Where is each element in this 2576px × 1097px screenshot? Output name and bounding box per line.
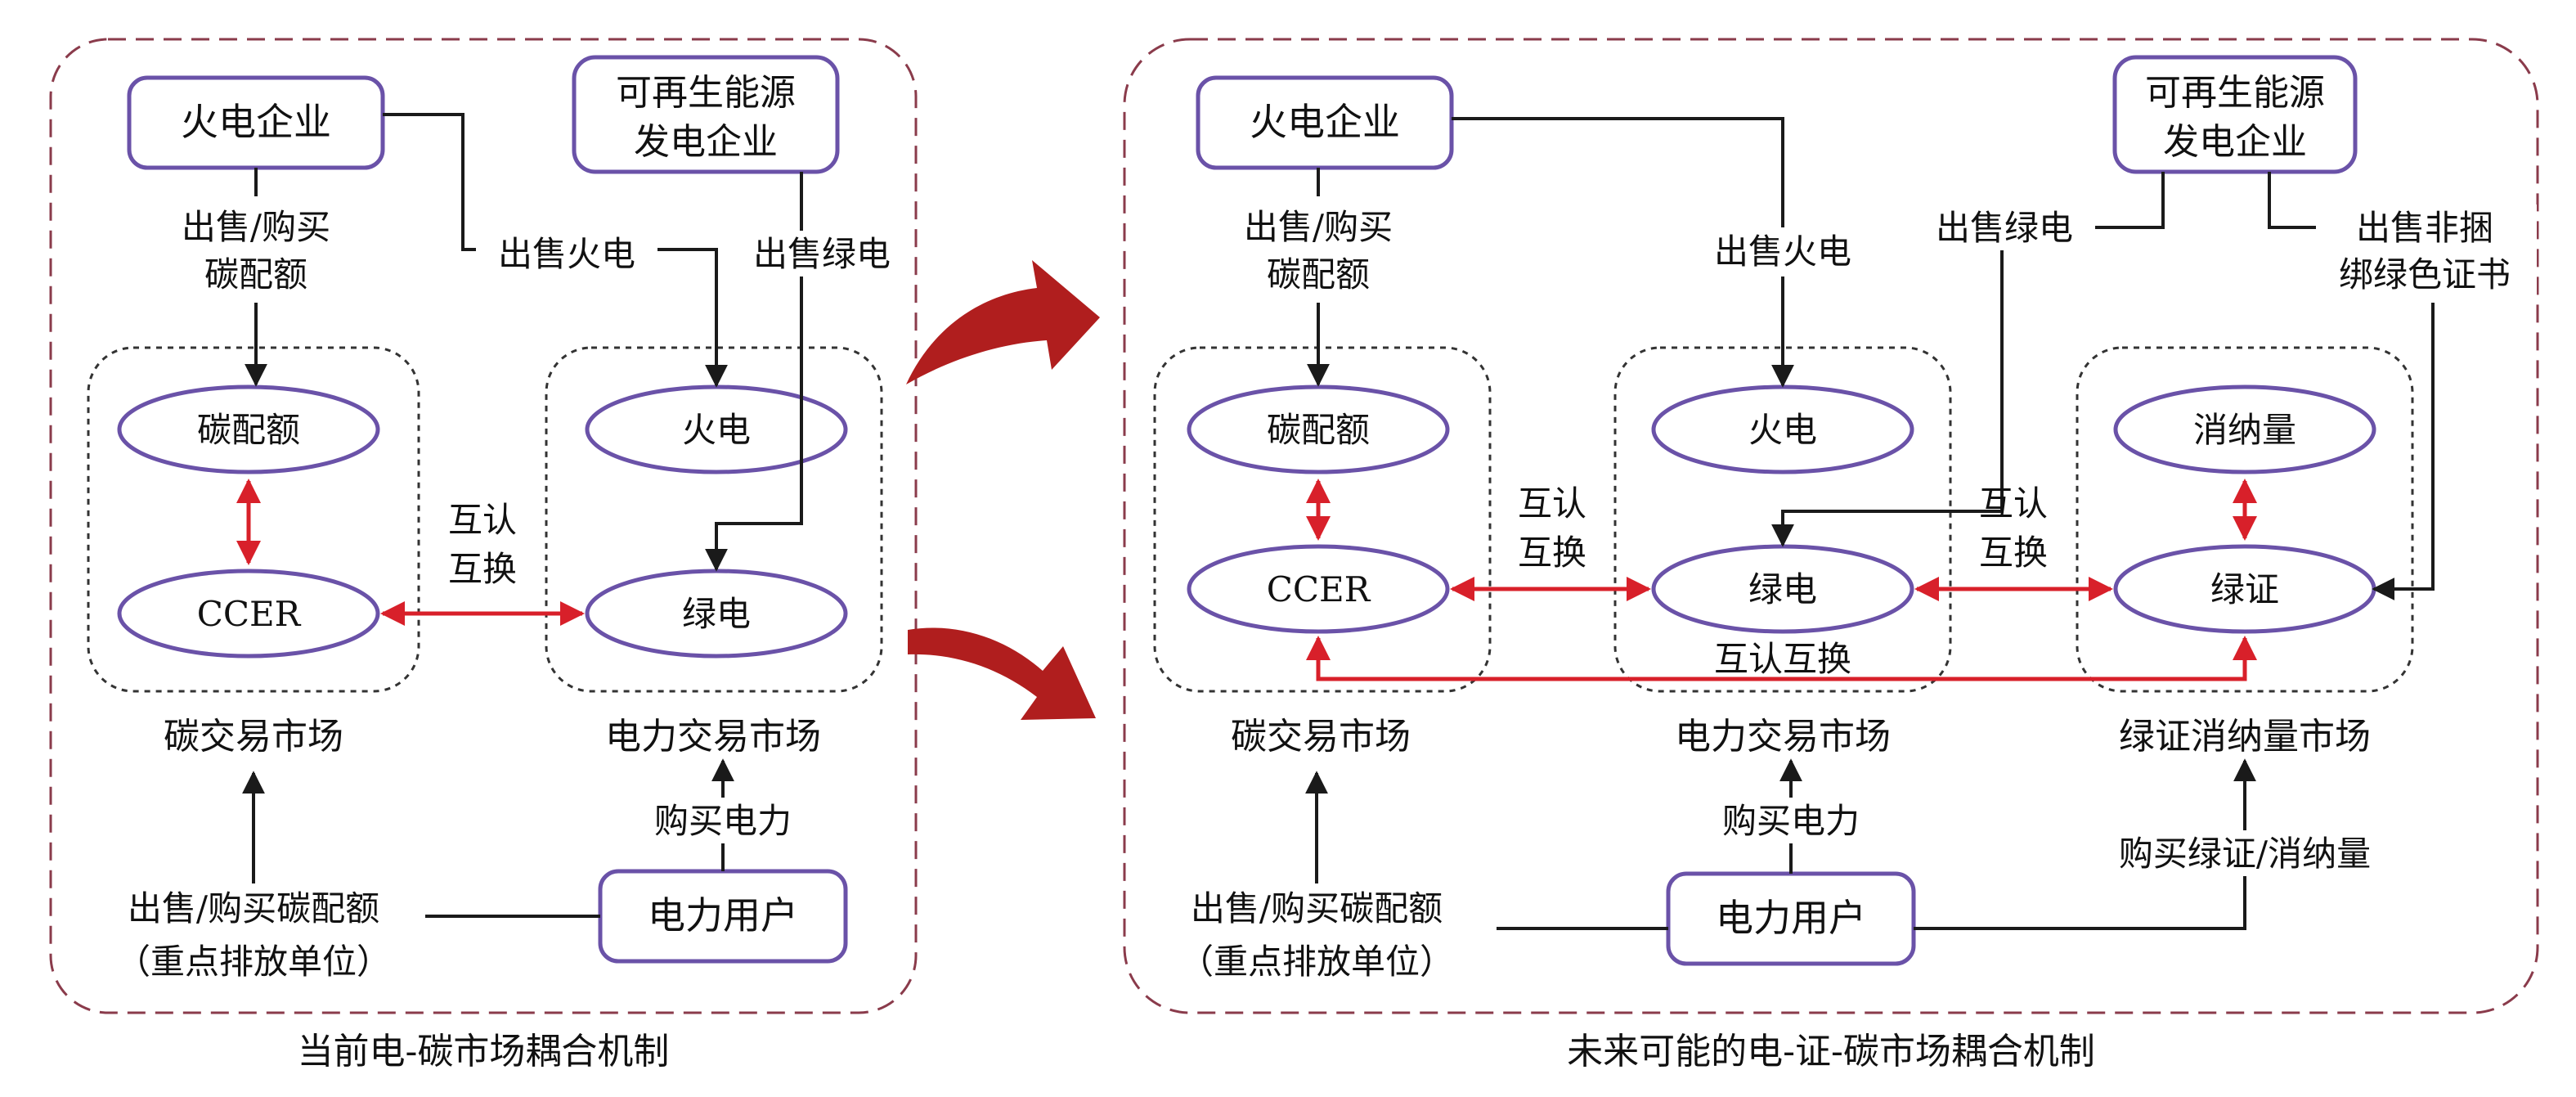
left-thermal-company-label: 火电企业 — [181, 100, 331, 144]
right-mutual-exchange-1-line1: 互认 — [1518, 483, 1586, 524]
right-mutual-exchange-2-line1: 互认 — [1979, 483, 2048, 524]
right-panel: 火电企业 可再生能源 发电企业 电力用户 碳配额 CCER 火电 绿电 消纳量 … — [1123, 38, 2539, 1072]
right-sell-thermal-label: 出售火电 — [1714, 232, 1851, 272]
right-buy-power-label: 购买电力 — [1722, 801, 1860, 841]
left-carbon-quota-label: 碳配额 — [197, 410, 300, 450]
right-ccer-cert-bottom-exchange — [1306, 636, 2257, 681]
left-thermal-power-label: 火电 — [682, 410, 751, 450]
right-thermal-company-node — [1196, 75, 1454, 170]
left-power-user-label: 电力用户 — [648, 893, 798, 937]
left-renewable-company-label-line2: 发电企业 — [634, 121, 778, 163]
left-sell-buy-quota-line1: 出售/购买 — [182, 207, 330, 247]
right-consumption-ellipse — [2113, 384, 2376, 474]
left-buy-power-label: 购买电力 — [654, 801, 792, 841]
right-mutual-exchange-bottom-label: 互认互换 — [1714, 639, 1851, 679]
right-power-user-label: 电力用户 — [1716, 896, 1866, 940]
left-sell-green-label: 出售绿电 — [753, 234, 891, 274]
transition-arrow-upper — [906, 260, 1100, 384]
right-sell-buy-quota-line1: 出售/购买 — [1244, 207, 1393, 247]
left-mutual-exchange-line2: 互换 — [448, 549, 517, 589]
left-sell-thermal-label: 出售火电 — [498, 234, 635, 274]
right-carbon-market-label: 碳交易市场 — [1231, 716, 1411, 758]
right-carbon-quota-ellipse — [1187, 384, 1450, 474]
left-mutual-exchange-line1: 互认 — [448, 500, 517, 540]
left-carbon-quota-ellipse — [117, 384, 380, 474]
left-emitter-label-line1: 出售/购买碳配额 — [128, 888, 379, 928]
right-carbon-quota-label: 碳配额 — [1267, 410, 1370, 450]
left-renewable-company-node — [572, 55, 840, 174]
right-emitter-label-line2: （重点排放单位） — [1179, 942, 1454, 982]
left-caption: 当前电-碳市场耦合机制 — [298, 1031, 670, 1072]
left-emitter-label-line2: （重点排放单位） — [116, 942, 391, 982]
right-consumption-label: 消纳量 — [2193, 410, 2296, 450]
right-mutual-exchange-2-line2: 互换 — [1979, 533, 2048, 573]
right-power-market-label: 电力交易市场 — [1675, 716, 1891, 758]
right-green-cert-label: 绿证 — [2210, 569, 2279, 609]
right-panel-frame — [1123, 38, 2539, 1014]
left-green-flow-line — [705, 172, 803, 572]
left-renewable-company-label-line1: 可再生能源 — [616, 72, 796, 114]
right-sell-unbundled-line2: 绑绿色证书 — [2339, 254, 2511, 294]
transition-arrow-lower — [908, 627, 1096, 720]
left-carbon-market-label: 碳交易市场 — [164, 716, 343, 758]
left-carbon-market-box — [87, 346, 420, 693]
right-sell-buy-quota-line2: 碳配额 — [1267, 254, 1370, 294]
right-emitter-label-line1: 出售/购买碳配额 — [1191, 888, 1443, 928]
right-buy-cert-label: 购买绿证/消纳量 — [2119, 834, 2371, 874]
right-thermal-flow-line — [1452, 117, 1794, 388]
right-thermal-company-label: 火电企业 — [1250, 100, 1400, 144]
right-ccer-label: CCER — [1267, 569, 1371, 609]
right-green-power-label: 绿电 — [1748, 569, 1817, 609]
right-renewable-company-node — [2112, 55, 2358, 174]
right-thermal-power-label: 火电 — [1748, 410, 1817, 450]
left-power-market-label: 电力交易市场 — [605, 716, 821, 758]
right-sell-unbundled-line1: 出售非捆 — [2356, 208, 2493, 248]
right-certificate-market-label: 绿证消纳量市场 — [2119, 716, 2371, 758]
right-sell-green-label: 出售绿电 — [1936, 208, 2073, 248]
left-ccer-ellipse — [117, 569, 380, 659]
left-panel-frame — [49, 38, 918, 1014]
left-thermal-flow-line — [383, 113, 728, 388]
right-green-flow-line — [1771, 172, 2165, 547]
right-renewable-company-label-line1: 可再生能源 — [2145, 72, 2325, 114]
right-renewable-company-label-line2: 发电企业 — [2163, 121, 2307, 163]
left-sell-buy-quota-line2: 碳配额 — [204, 254, 307, 294]
right-caption: 未来可能的电-证-碳市场耦合机制 — [1567, 1031, 2095, 1072]
left-ccer-label: CCER — [197, 594, 302, 634]
right-ccer-ellipse — [1187, 544, 1450, 634]
left-panel: 火电企业 可再生能源 发电企业 电力用户 碳配额 CCER 火电 绿电 碳交易市… — [49, 38, 918, 1072]
right-mutual-exchange-1-line2: 互换 — [1518, 533, 1586, 573]
left-green-power-label: 绿电 — [682, 594, 751, 634]
right-buy-cert-flow-line — [1914, 758, 2256, 930]
